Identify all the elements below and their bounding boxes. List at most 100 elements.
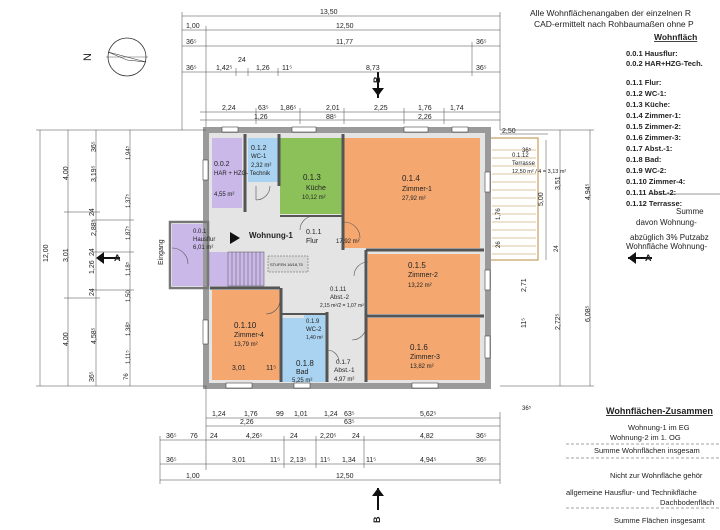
summary-panel-title: Wohnflächen-Zusammen xyxy=(606,406,713,416)
top-dim-r4-4: 1,26 xyxy=(256,65,270,72)
room-area-0-1-7: 4,97 m² xyxy=(334,377,354,383)
bottom-dim-r4-9: 36⁵ xyxy=(476,457,487,464)
room-area-0-1-9: 1,40 m² xyxy=(306,335,323,341)
entrance-label: Eingang xyxy=(158,239,165,265)
legend-item-7: 0.1.5 Zimmer-2: xyxy=(626,122,681,131)
legend-item-9: 0.1.7 Abst.-1: xyxy=(626,144,672,153)
legend-item-13: 0.1.11 Abst.-2: xyxy=(626,188,676,197)
summary-panel-w2: Wohnung-2 im 1. OG xyxy=(610,433,681,442)
top-dim-8-73: 8,73 xyxy=(366,65,380,72)
top-dim-r5-7: 1,74 xyxy=(450,105,464,112)
left-dim-c1-1: 4,00 xyxy=(63,166,70,180)
summary-putz: abzüglich 3% Putzabz xyxy=(630,233,709,242)
legend-item-5: 0.1.3 Küche: xyxy=(626,100,670,109)
top-dim-r6-3: 2,26 xyxy=(418,114,432,121)
right-dim-c3-1: 4,94⁵ xyxy=(585,183,592,200)
room-0-1-5 xyxy=(368,254,480,314)
top-dim-r5-6: 1,76 xyxy=(418,105,432,112)
bottom-dim-r3-6: 2,20⁵ xyxy=(320,433,337,440)
room-0-1-3 xyxy=(280,138,342,214)
legend-item-11: 0.1.9 WC-2: xyxy=(626,166,666,175)
room-name-0-0-1: Hausflur xyxy=(193,237,215,243)
bottom-dim-r1-2: 1,76 xyxy=(244,411,258,418)
room-id-0-1-5: 0.1.5 xyxy=(408,261,426,270)
left-dim-c3-8: 76 xyxy=(124,373,130,380)
terrace-decking xyxy=(492,149,536,255)
section-mark-a-left xyxy=(96,252,120,264)
stair xyxy=(227,251,309,287)
right-dim-c2-3: 26 xyxy=(496,241,502,248)
room-labels: 0.0.2 HAR + HZG- Technik 4,55 m² 0.1.2 W… xyxy=(193,145,566,384)
room-area-0-1-12: 12,50 m² / 4 = 3,13 m² xyxy=(512,169,566,175)
top-dimension-lines xyxy=(181,12,501,130)
left-dim-c3-1: 1,94⁵ xyxy=(125,145,132,160)
left-dim-c2-6: 1,26 xyxy=(89,260,96,274)
top-dim-r5-3: 1,86⁵ xyxy=(280,105,297,112)
top-dim-r6-2: 88⁵ xyxy=(326,114,337,121)
summary-panel-common1: allgemeine Hausflur- und Technikfläche xyxy=(566,488,697,497)
section-label-a-left: A xyxy=(114,253,121,263)
room-name-0-1-12: Terrasse xyxy=(512,161,536,167)
room-area-0-1-3: 10,12 m² xyxy=(302,195,326,201)
right-dim-5-00: 5,00 xyxy=(538,192,545,206)
left-dim-c3-6: 1,38⁵ xyxy=(125,321,132,336)
right-dim-c3-4: 36⁵ xyxy=(522,147,532,154)
left-dim-c2-4: 2,88⁵ xyxy=(91,219,98,236)
top-dim-r4-2: 1,42⁵ xyxy=(216,65,233,72)
right-dim-c2-2: 1,76 xyxy=(496,208,502,220)
legend-item-10: 0.1.8 Bad: xyxy=(626,155,661,164)
walls xyxy=(168,127,491,389)
room-area-0-1-2: 2,32 m² xyxy=(251,163,271,169)
summary-panel-not-counted: Nicht zur Wohnfläche gehör xyxy=(610,471,703,480)
bottom-dim-r1-5: 1,24 xyxy=(324,411,338,418)
right-dim-c2-6: 2,72⁵ xyxy=(555,313,562,330)
left-dim-c3-5: 1,50 xyxy=(126,290,132,302)
room-id-0-1-11: 0.1.11 xyxy=(330,287,347,293)
room-area-0-1-1: 17,92 m² xyxy=(336,239,360,245)
bottom-dim-r1-6: 63⁵ xyxy=(344,411,355,418)
bottom-dim-r3-9: 36⁵ xyxy=(476,433,487,440)
bottom-dim-r1-7: 5,62⁵ xyxy=(420,411,437,418)
left-dim-c3-7: 1,11⁵ xyxy=(125,350,132,364)
room-id-0-1-9: 0.1.9 xyxy=(306,319,320,325)
top-dim-r4-5: 11⁵ xyxy=(282,65,292,72)
room-name-0-1-1: Flur xyxy=(306,238,319,245)
left-dim-c2-7: 24 xyxy=(89,288,96,296)
left-dim-c3-4: 1,18⁵ xyxy=(125,261,132,276)
summary-panel-common2: Dachbodenfläch xyxy=(660,498,714,507)
right-dimension-lines xyxy=(500,129,594,387)
legend-item-8: 0.1.6 Zimmer-3: xyxy=(626,133,681,142)
bottom-dim-r1-3: 99 xyxy=(276,411,284,418)
bottom-dim-r4-8: 4,94⁵ xyxy=(420,457,437,464)
room-name-0-1-7: Abst.-1 xyxy=(334,367,355,374)
room-name-0-1-3: Küche xyxy=(306,185,326,192)
top-dim-r5-1: 2,24 xyxy=(222,105,236,112)
top-dim-13-50: 13,50 xyxy=(320,9,338,16)
right-dim-2-50: 2,50 xyxy=(502,128,516,135)
legend-item-6: 0.1.4 Zimmer-1: xyxy=(626,111,681,120)
room-area-0-1-11: 2,15 m²/2 = 1,07 m² xyxy=(320,303,364,309)
room-area-0-1-6: 13,82 m² xyxy=(410,364,434,370)
doors xyxy=(171,185,369,363)
room-id-0-1-3: 0.1.3 xyxy=(303,173,321,182)
bottom-dim-r3-3: 24 xyxy=(210,433,218,440)
room-id-0-1-2: 0.1.2 xyxy=(251,145,267,152)
bottom-dim-r4-2: 3,01 xyxy=(232,457,246,464)
legend-item-12: 0.1.10 Zimmer-4: xyxy=(626,177,685,186)
right-dim-c2-4: 2,71 xyxy=(521,278,528,292)
room-area-0-1-5: 13,22 m² xyxy=(408,283,432,289)
left-dim-c2-5: 24 xyxy=(89,248,96,256)
bottom-dim-r3-4: 4,26⁵ xyxy=(246,433,263,440)
left-dim-c2-9: 36⁵ xyxy=(89,371,96,382)
room-0-1-6 xyxy=(366,318,480,380)
room-0-1-10 xyxy=(212,290,280,380)
apartment-label: Wohnung-1 xyxy=(249,231,293,240)
left-dim-c1-2: 3,01 xyxy=(63,248,70,262)
bottom-dim-r2-2: 63⁵ xyxy=(344,419,355,426)
room-0-1-9 xyxy=(304,314,326,344)
room-id-0-1-8: 0.1.8 xyxy=(296,359,314,368)
room-id-0-1-7: 0.1.7 xyxy=(336,359,351,366)
bottom-dim-r3-7: 24 xyxy=(352,433,360,440)
top-dim-r4-3: 24 xyxy=(238,57,246,64)
